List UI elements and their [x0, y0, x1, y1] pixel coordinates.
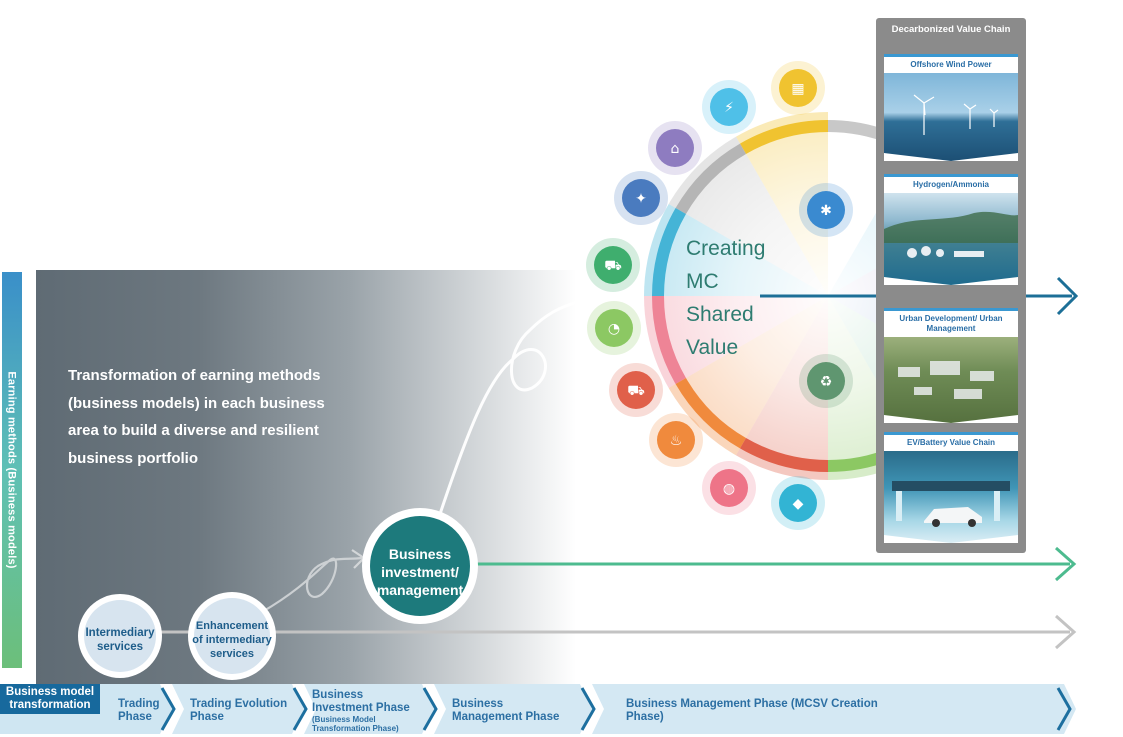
growth-curve-small — [261, 556, 363, 613]
wheat-icon: ✦ — [614, 171, 668, 225]
svg-text:⛟: ⛟ — [627, 383, 645, 399]
business-model-transformation-label: Business model transformation — [0, 684, 100, 714]
truck-icon: ⛟ — [609, 363, 663, 417]
value-chain-card-ev: EV/Battery Value Chain — [884, 432, 1018, 543]
card-title: Offshore Wind Power — [884, 54, 1018, 73]
svg-text:♻: ♻ — [820, 374, 833, 390]
plug-icon: ⚡ — [702, 80, 756, 134]
car-icon: ⛟ — [586, 238, 640, 292]
wheel-ring-arc — [675, 143, 747, 215]
enhancement-label: Enhancement of intermediary services — [192, 620, 272, 660]
business-investment-label: Business investment/ management — [376, 546, 464, 598]
blue-arrowhead — [1056, 276, 1079, 316]
phase-mcsv-creation: Business Management Phase (MCSV Creation… — [626, 698, 878, 723]
card-title: Urban Development/ Urban Management — [884, 308, 1018, 337]
growth-curve-large — [436, 292, 661, 521]
svg-text:◆: ◆ — [793, 496, 804, 512]
mineral-icon: ◆ — [771, 476, 825, 530]
wheel-text-line: Shared — [686, 303, 754, 326]
enhancement-circle — [194, 598, 270, 674]
ev-battery-image — [884, 451, 1018, 543]
recycle-icon: ♻ — [799, 354, 853, 408]
building-icon: ▦ — [771, 61, 825, 115]
card-title: Hydrogen/Ammonia — [884, 174, 1018, 193]
wheel-ring-arc — [740, 120, 829, 155]
offshore-wind-image — [884, 73, 1018, 161]
green-arrowhead — [1055, 546, 1077, 582]
phase-chevron — [304, 684, 434, 734]
phase-business-investment: Business Investment Phase(Business Model… — [312, 689, 422, 733]
phase-trading-evolution: Trading Evolution Phase — [190, 698, 288, 723]
food-icon: ◔ — [587, 301, 641, 355]
svg-text:◔: ◔ — [608, 321, 620, 337]
phase-chevron — [434, 684, 592, 734]
phase-trading: Trading Phase — [118, 698, 160, 723]
wheel-text-line: MC — [686, 270, 719, 293]
value-chain-card-hydrogen: Hydrogen/Ammonia — [884, 174, 1018, 285]
intermediary-services-label: Intermediary services — [85, 627, 155, 653]
wheel-ring-arc — [652, 295, 687, 384]
wheel-ring-arc — [675, 377, 747, 449]
investment-circle — [370, 516, 470, 616]
svg-text:⛟: ⛟ — [604, 258, 622, 274]
wheel-ring-arc — [740, 437, 829, 472]
svg-text:⚡: ⚡ — [724, 100, 734, 116]
industry-icons: ▦ ⚡ ⌂ ✦ ⛟ ◔ ⛟ ♨ ◍ ◆ ♻ ✱ — [586, 61, 853, 530]
hydrogen-image — [884, 193, 1018, 285]
intermediary-circle — [84, 600, 156, 672]
wheel-text-line: Creating — [686, 237, 766, 260]
phase-subtitle: (Business Model Transformation Phase) — [312, 715, 399, 733]
svg-text:♨: ♨ — [670, 433, 683, 449]
svg-text:⌂: ⌂ — [671, 141, 680, 157]
gray-arrowhead — [1055, 614, 1077, 650]
wheel-text-line: Value — [686, 336, 739, 359]
plant-icon: ♨ — [649, 413, 703, 467]
svg-text:✦: ✦ — [635, 191, 647, 207]
value-chain-card-offshore-wind: Offshore Wind Power — [884, 54, 1018, 161]
pipes-icon: ◍ — [702, 461, 756, 515]
card-title: EV/Battery Value Chain — [884, 432, 1018, 451]
factory-icon: ⌂ — [648, 121, 702, 175]
wheel-ring-arc — [652, 208, 687, 297]
transformation-description: Transformation of earning methods (busin… — [68, 367, 325, 467]
svg-text:✱: ✱ — [820, 203, 832, 219]
value-chain-card-urban: Urban Development/ Urban Management — [884, 308, 1018, 423]
svg-text:▦: ▦ — [791, 81, 804, 97]
creating-mc-shared-value: Creating MC Shared Value — [686, 232, 786, 364]
phase-chevron — [592, 684, 1076, 734]
urban-development-image — [884, 337, 1018, 423]
network-icon: ✱ — [799, 183, 853, 237]
svg-text:◍: ◍ — [723, 481, 735, 497]
phase-chevron — [172, 684, 304, 734]
earning-methods-axis-bar — [2, 272, 22, 668]
phase-business-management: Business Management Phase — [452, 698, 560, 723]
value-chain-title: Decarbonized Value Chain — [891, 24, 1011, 35]
